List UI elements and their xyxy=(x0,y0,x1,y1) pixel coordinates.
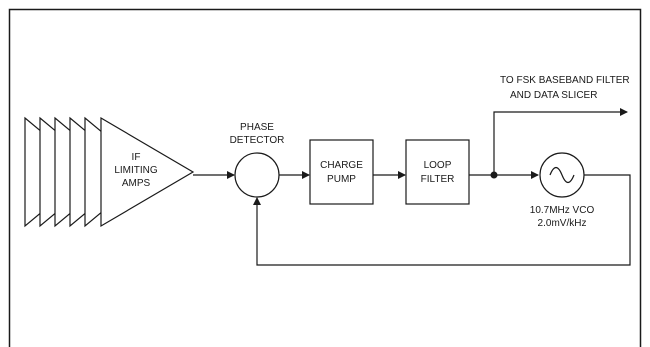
sine-wave-icon xyxy=(549,166,575,184)
charge-pump-label-line1: CHARGE xyxy=(320,160,363,171)
if-amps-label-line1: IF xyxy=(132,152,141,163)
output-label-line1: TO FSK BASEBAND FILTER xyxy=(500,75,630,86)
vco-label-line1: 10.7MHz VCO xyxy=(530,205,595,216)
phase-detector-block: PHASE DETECTOR xyxy=(230,122,285,198)
charge-pump-box xyxy=(309,139,374,205)
wire-output-branch xyxy=(493,108,628,175)
vco-label-line2: 2.0mV/kHz xyxy=(538,218,587,229)
loop-filter-block: LOOP FILTER xyxy=(405,139,470,205)
loop-filter-label-line2: FILTER xyxy=(421,174,455,185)
loop-filter-box xyxy=(405,139,470,205)
diagram-frame xyxy=(8,8,642,347)
charge-pump-block: CHARGE PUMP xyxy=(309,139,374,205)
phase-detector-label-line2: DETECTOR xyxy=(230,135,285,146)
if-amps-label-line2: LIMITING xyxy=(114,165,158,176)
wire-feedback-loop xyxy=(253,174,631,266)
amp-stage-main xyxy=(100,116,195,228)
output-label-line2: AND DATA SLICER xyxy=(510,90,597,101)
loop-filter-label-line1: LOOP xyxy=(424,160,452,171)
phase-detector-label-line1: PHASE xyxy=(240,122,274,133)
charge-pump-label-line2: PUMP xyxy=(327,174,356,185)
if-limiting-amps-block: IF LIMITING AMPS xyxy=(24,116,195,228)
phase-detector-circle xyxy=(234,152,280,198)
vco-block: 10.7MHz VCO 2.0mV/kHz xyxy=(530,152,595,229)
if-amps-label-line3: AMPS xyxy=(122,178,151,189)
